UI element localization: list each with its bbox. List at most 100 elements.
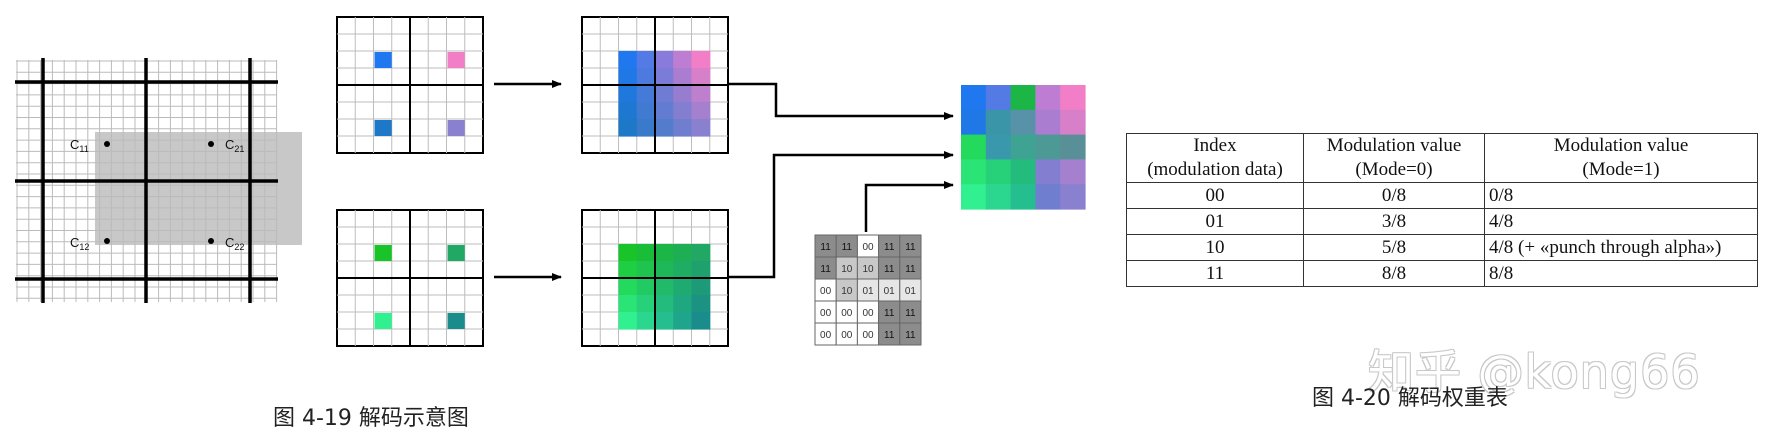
header-mode1: Modulation value(Mode=1) — [1484, 133, 1758, 183]
interp-cell — [655, 85, 674, 103]
mod-cell-label: 11 — [884, 242, 895, 253]
result-cell — [1035, 134, 1061, 160]
interp-cell — [673, 278, 693, 296]
interp-cell — [636, 278, 656, 296]
pixel-blue — [374, 52, 392, 68]
interp-cell — [655, 312, 674, 330]
caption-figure-4-20: 图 4-20 解码权重表 — [1312, 386, 1508, 411]
table-header-row: Index(modulation data) Modulation value(… — [1126, 133, 1758, 183]
mod-cell-label: 11 — [905, 308, 916, 319]
interp-cell — [691, 312, 711, 330]
pixel-lavender — [447, 120, 465, 136]
mod-cell-label: 01 — [862, 286, 874, 297]
interp-cell — [655, 278, 674, 296]
interp-cell — [655, 68, 674, 86]
pixel-mint — [374, 313, 392, 329]
interp-cell — [691, 102, 711, 120]
mod-cell-label: 00 — [841, 308, 853, 319]
result-cell — [961, 134, 987, 160]
label-c11: C11 — [70, 137, 89, 154]
pixel-teal — [447, 313, 465, 329]
interp-cell — [636, 102, 656, 120]
mod-cell-label: 11 — [884, 308, 895, 319]
table-cell: 4/8 — [1484, 208, 1758, 235]
table-cell: 4/8 (+ «punch through alpha») — [1484, 234, 1758, 261]
interp-cell — [618, 102, 638, 120]
bilinear-grid-figure: C11 C21 C12 C22 — [15, 58, 302, 303]
flow-arrows — [494, 80, 954, 281]
result-cell — [1060, 184, 1086, 210]
table-row: 00 0/8 0/8 — [1126, 182, 1758, 209]
table-cell: 3/8 — [1303, 208, 1485, 235]
header-mode0: Modulation value(Mode=0) — [1303, 133, 1485, 183]
mod-cell-label: 11 — [842, 242, 853, 253]
result-cell — [961, 159, 987, 185]
mod-cell-label: 01 — [884, 286, 896, 297]
arrow-a-to-result — [728, 82, 954, 120]
interp-cell — [673, 295, 693, 313]
mod-cell-label: 00 — [820, 330, 832, 341]
mod-cell-label: 00 — [862, 308, 874, 319]
interp-cell — [636, 85, 656, 103]
interp-cell — [618, 295, 638, 313]
interp-cell — [618, 51, 638, 69]
pixel-pink — [447, 52, 465, 68]
interp-cell — [691, 68, 711, 86]
interp-cell — [691, 244, 711, 262]
interpolation-region — [211, 132, 302, 245]
interp-cell — [636, 312, 656, 330]
interp-cell — [636, 119, 656, 137]
image-b-upscaled-panel — [581, 209, 729, 347]
mod-cell-label: 10 — [841, 286, 853, 297]
label-c22: C22 — [225, 235, 244, 252]
interp-cell — [691, 261, 711, 279]
interp-cell — [618, 119, 638, 137]
table-cell: 0/8 — [1484, 182, 1758, 209]
result-cell — [985, 184, 1012, 210]
table-row: 01 3/8 4/8 — [1126, 208, 1758, 235]
watermark: 知乎 @kong66 — [1368, 345, 1701, 399]
interp-cell — [618, 312, 638, 330]
interpolation-region — [95, 132, 211, 245]
result-cell — [1010, 85, 1036, 111]
result-cell — [1035, 184, 1061, 210]
interp-cell — [673, 85, 693, 103]
caption-figure-4-19: 图 4-19 解码示意图 — [273, 406, 469, 431]
interp-cell — [636, 68, 656, 86]
result-cell — [985, 159, 1012, 185]
mod-cell-label: 00 — [820, 308, 832, 319]
mod-cell-label: 10 — [862, 264, 874, 275]
result-cell — [1060, 134, 1086, 160]
mod-cell-label: 00 — [841, 330, 853, 341]
table-cell: 8/8 — [1484, 260, 1758, 287]
header-index: Index(modulation data) — [1126, 133, 1304, 183]
result-cell — [1010, 184, 1036, 210]
mod-cell-label: 00 — [862, 330, 874, 341]
blended-result-panel — [961, 85, 1086, 210]
table-cell: 5/8 — [1303, 234, 1485, 261]
result-cell — [985, 134, 1012, 160]
result-cell — [1035, 109, 1061, 136]
interp-cell — [618, 261, 638, 279]
result-cell — [961, 85, 987, 111]
mod-cell-label: 11 — [820, 242, 831, 253]
modulation-weight-table: Index(modulation data) Modulation value(… — [1126, 133, 1758, 287]
interp-cell — [655, 261, 674, 279]
interp-cell — [655, 295, 674, 313]
table-row: 11 8/8 8/8 — [1126, 260, 1758, 287]
pixel-dot-c22 — [208, 238, 214, 244]
mod-cell-label: 11 — [905, 242, 916, 253]
result-cell — [1060, 159, 1086, 185]
interp-cell — [673, 119, 693, 137]
interp-cell — [636, 295, 656, 313]
mod-cell-label: 11 — [905, 264, 916, 275]
mod-cell-label: 01 — [905, 286, 917, 297]
interp-cell — [673, 102, 693, 120]
arrow-mod-to-result — [864, 181, 954, 232]
table-cell: 01 — [1126, 208, 1304, 235]
interp-cell — [655, 244, 674, 262]
result-cell — [1010, 159, 1036, 185]
pixel-midgreen — [447, 245, 465, 261]
interp-cell — [618, 85, 638, 103]
